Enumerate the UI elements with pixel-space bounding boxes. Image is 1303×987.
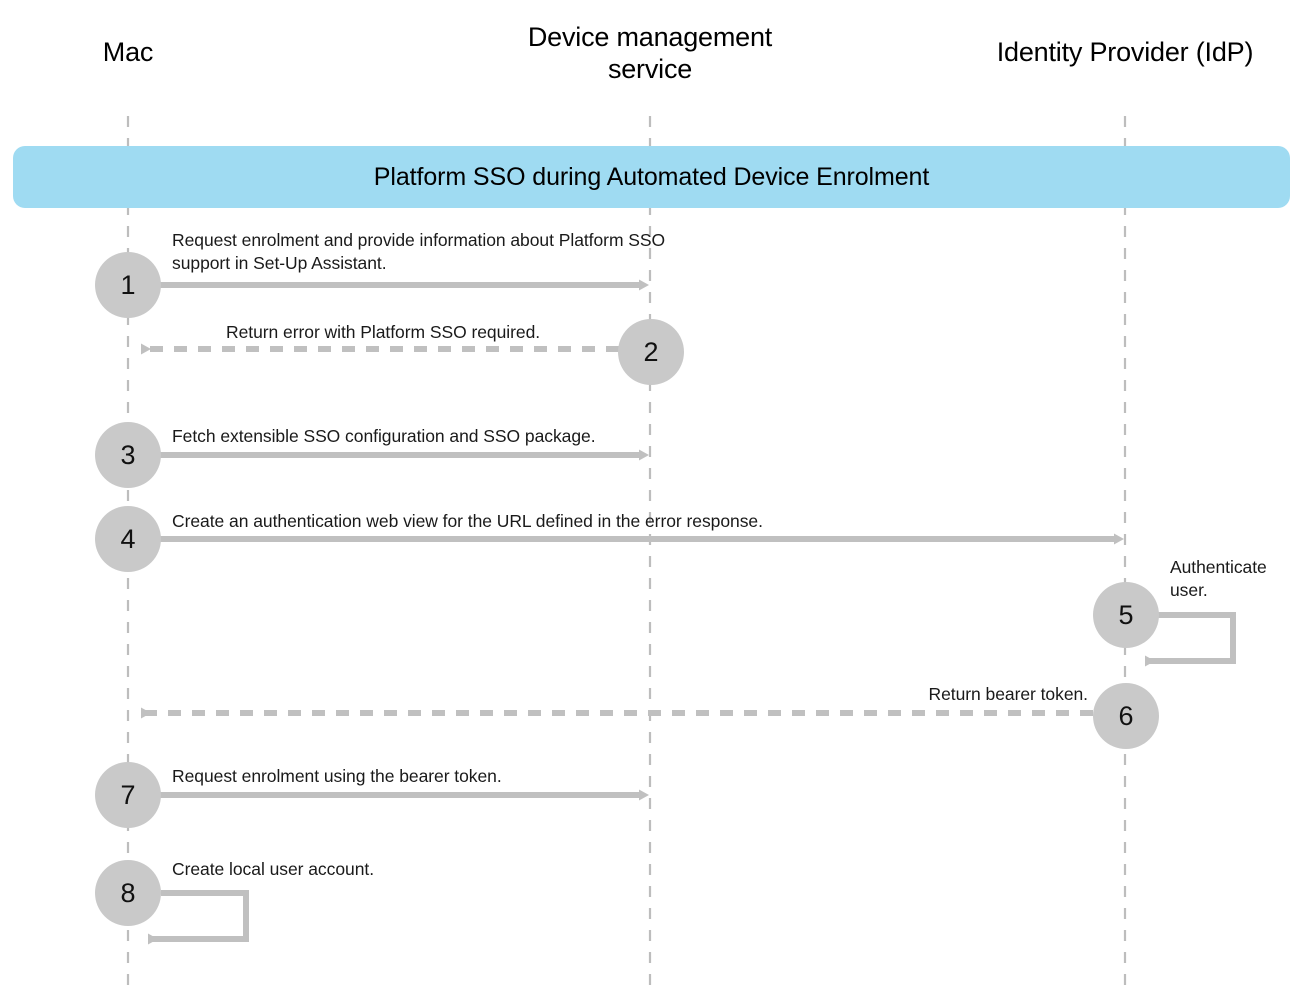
phase-banner-title: Platform SSO during Automated Device Enr… [373, 162, 930, 191]
step-bubble-7: 7 [95, 762, 161, 828]
participant-label-mac: Mac [102, 37, 154, 67]
step-bubble-1: 1 [95, 252, 161, 318]
step-label-6: Return bearer token. [928, 684, 1088, 704]
step-label-3: Fetch extensible SSO configuration and S… [172, 426, 596, 446]
step-bubble-5: 5 [1093, 582, 1159, 648]
step-bubble-2: 2 [618, 319, 684, 385]
participant-label-idp: Identity Provider (IdP) [996, 37, 1254, 67]
step-label-5: Authenticate user. [1170, 557, 1267, 601]
arrow-step-8-self-loop [148, 890, 249, 945]
step-label-2: Return error with Platform SSO required. [226, 322, 541, 342]
step-bubble-3: 3 [95, 422, 161, 488]
step-bubble-8: 8 [95, 860, 161, 926]
step-label-4: Create an authentication web view for th… [172, 511, 763, 531]
step-bubble-4: 4 [95, 506, 161, 572]
step-label-1: Request enrolment and provide informatio… [172, 230, 666, 274]
arrow-step-5-self-loop [1145, 612, 1236, 667]
step-label-8: Create local user account. [172, 859, 375, 879]
step-label-7: Request enrolment using the bearer token… [172, 766, 502, 786]
step-bubble-6: 6 [1093, 683, 1159, 749]
participant-label-mdm: Device management service [527, 22, 773, 84]
phase-banner: Platform SSO during Automated Device Enr… [13, 146, 1290, 208]
